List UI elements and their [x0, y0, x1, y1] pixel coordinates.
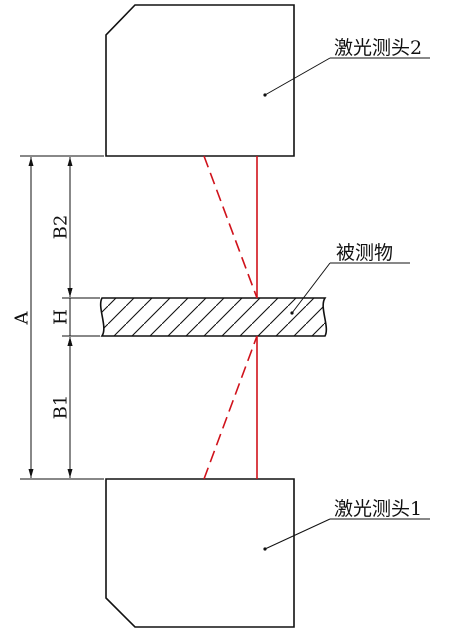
- measured-object: [99, 262, 410, 337]
- dimension-b2-label: B2: [51, 215, 72, 240]
- laser-beam-bottom-reflected: [203, 335, 258, 480]
- object-label: 被测物: [336, 242, 393, 264]
- dimension-h-label: H: [51, 309, 72, 325]
- dimension-b1-label: B1: [51, 395, 72, 420]
- laser-beams: [203, 155, 258, 480]
- sensor-top: [105, 4, 430, 157]
- dimension-b1: B1: [51, 337, 73, 478]
- extension-lines: [20, 155, 104, 480]
- sensor-bottom-label: 激光测头1: [334, 498, 422, 520]
- object-leader: [291, 262, 331, 314]
- laser-beam-top-reflected: [203, 155, 258, 299]
- sensor-top-leader: [264, 57, 331, 96]
- dimension-a: A: [12, 157, 34, 478]
- dimension-h: H: [51, 285, 73, 349]
- sensor-bottom: [105, 478, 430, 628]
- dimension-b2: B2: [51, 157, 73, 297]
- dimension-a-label: A: [12, 311, 33, 326]
- sensor-top-label: 激光测头2: [334, 37, 422, 59]
- sensor-bottom-leader: [264, 518, 331, 550]
